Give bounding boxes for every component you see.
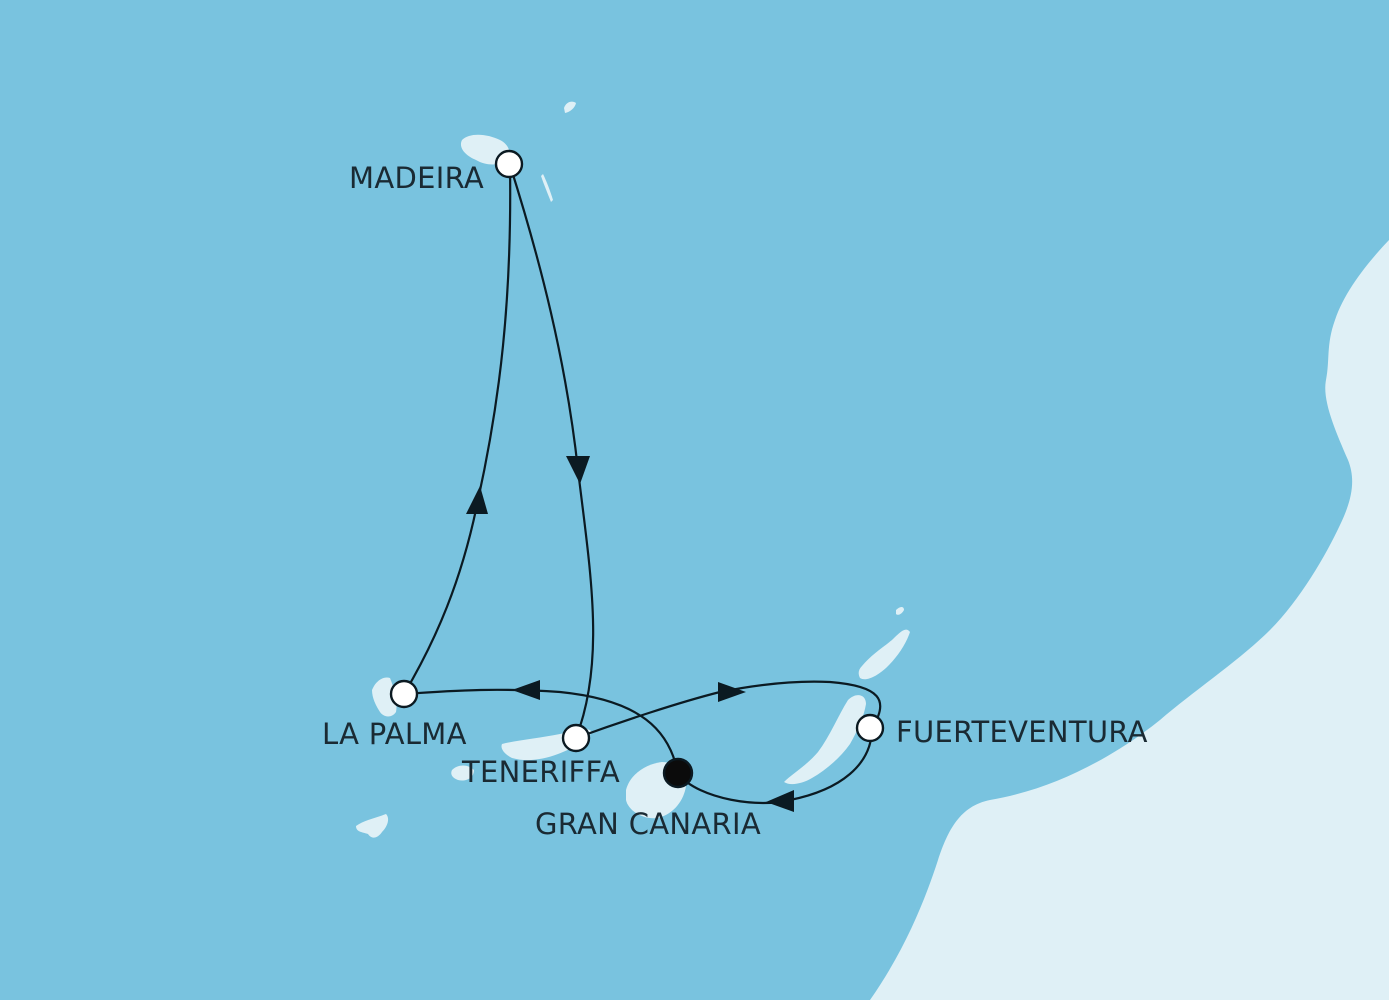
port-label-la-palma: LA PALMA <box>322 717 467 751</box>
africa-mainland <box>870 240 1389 1000</box>
desertas-islands <box>541 174 553 202</box>
port-markers <box>389 149 885 789</box>
port-label-madeira: MADEIRA <box>349 161 484 195</box>
port-marker-madeira[interactable] <box>494 149 524 179</box>
route-la-palma-madeira <box>403 164 512 695</box>
la-palma-island <box>372 677 397 717</box>
port-label-fuerteventura: FUERTEVENTURA <box>896 715 1148 749</box>
route-fuerteventura-loop <box>719 680 882 729</box>
fuerteventura-island <box>784 695 866 785</box>
port-marker-teneriffa[interactable] <box>561 723 591 753</box>
arrow-left-icon <box>512 680 540 700</box>
port-marker-gran-canaria[interactable] <box>662 757 694 789</box>
port-marker-la-palma[interactable] <box>389 679 419 709</box>
porto-santo-island <box>564 101 576 113</box>
port-label-teneriffa: TENERIFFA <box>461 755 620 789</box>
lanzarote-island <box>858 629 910 680</box>
port-label-gran-canaria: GRAN CANARIA <box>535 807 761 841</box>
arrow-up-icon <box>466 486 488 514</box>
port-labels: MADEIRA LA PALMA TENERIFFA GRAN CANARIA … <box>322 161 1148 841</box>
la-gomera-island <box>451 765 474 781</box>
el-hierro-island <box>356 814 389 838</box>
arrow-left-icon <box>766 790 794 812</box>
route-teneriffa-loop <box>575 690 721 740</box>
route-gran-canaria-la-palma <box>403 688 680 775</box>
arrow-down-icon <box>566 456 590 484</box>
graciosa-island <box>896 607 904 615</box>
arrow-right-icon <box>718 682 746 702</box>
port-marker-fuerteventura[interactable] <box>855 713 885 743</box>
route-arrows <box>466 456 794 812</box>
